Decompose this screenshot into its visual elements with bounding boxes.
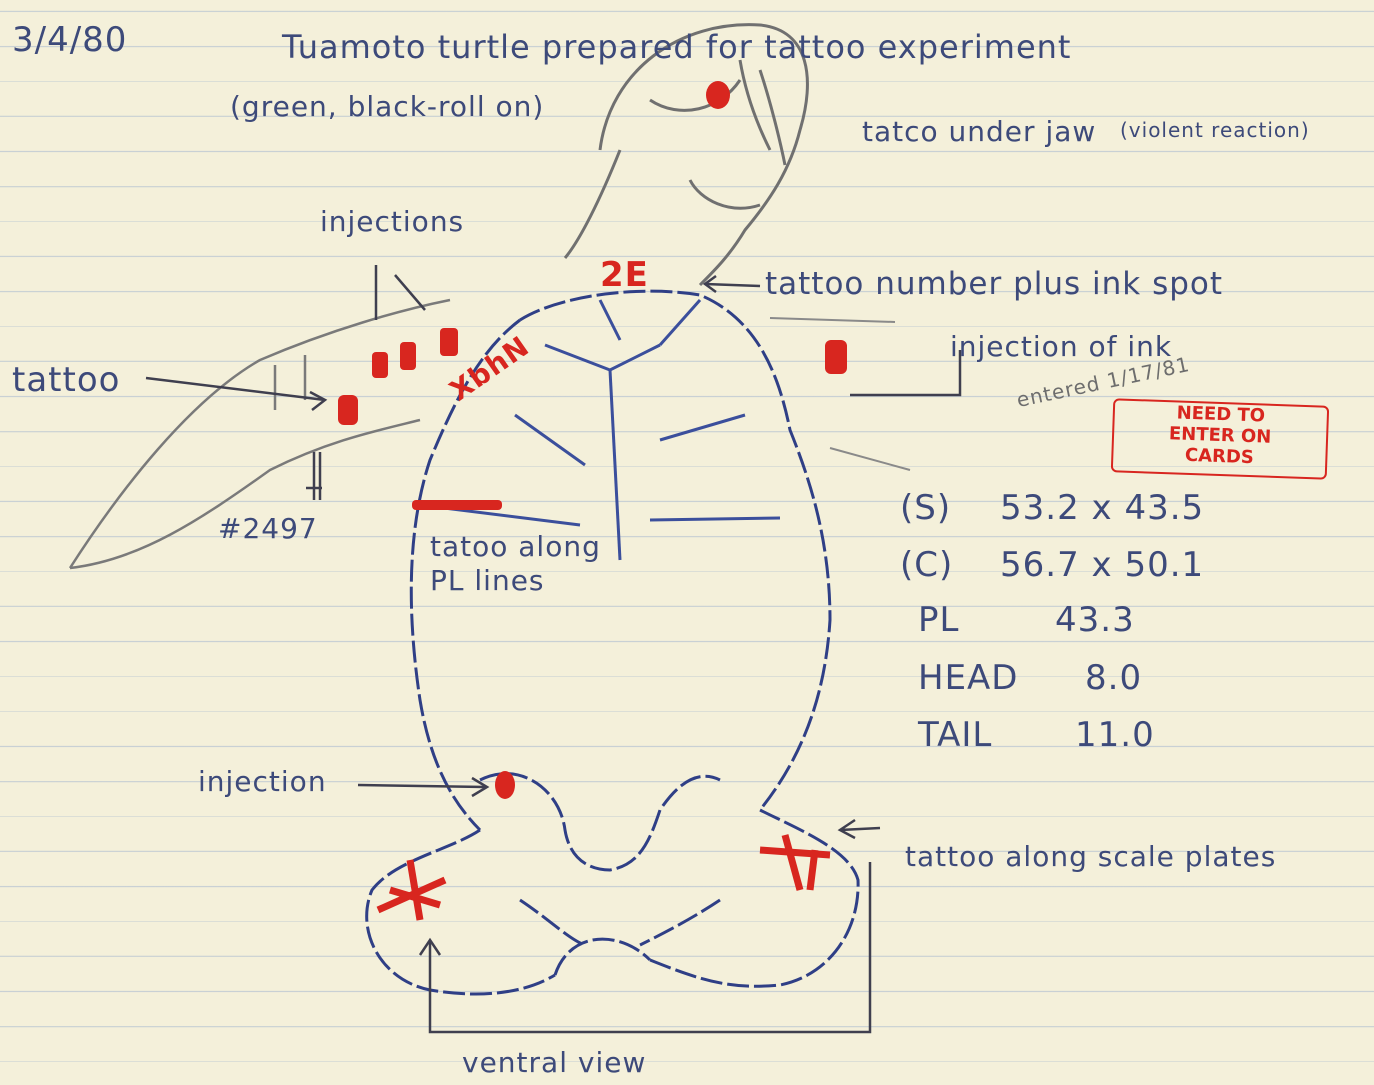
measure-head-value: 8.0 bbox=[1085, 658, 1142, 698]
measure-tail-value: 11.0 bbox=[1075, 715, 1155, 755]
tattoo-number-note: tattoo number plus ink spot bbox=[765, 266, 1223, 302]
tattoo-label: tattoo bbox=[12, 360, 120, 400]
need-to-enter-stamp: NEED TO ENTER ON CARDS bbox=[1111, 398, 1329, 479]
entry-subtitle: (green, black-roll on) bbox=[230, 90, 544, 123]
entry-date: 3/4/80 bbox=[12, 20, 127, 60]
pl-lines-note: tatoo along PL lines bbox=[430, 530, 630, 598]
measure-s-label: (S) bbox=[900, 488, 951, 528]
ventral-view-label: ventral view bbox=[462, 1046, 646, 1079]
measure-tail-label: TAIL bbox=[918, 715, 992, 755]
tattoo-number-red: 2E bbox=[600, 255, 649, 295]
jaw-note: tatco under jaw bbox=[862, 115, 1096, 148]
injection-bottom-label: injection bbox=[198, 765, 327, 798]
measure-head-label: HEAD bbox=[918, 658, 1019, 698]
scale-plates-note: tattoo along scale plates bbox=[905, 832, 1285, 882]
injections-label: injections bbox=[320, 205, 464, 238]
measure-pl-value: 43.3 bbox=[1055, 600, 1135, 640]
tag-number: #2497 bbox=[218, 512, 318, 545]
annotation-arrows bbox=[146, 265, 960, 1032]
entry-title: Tuamoto turtle prepared for tattoo exper… bbox=[282, 28, 1071, 66]
jaw-reaction-note: (violent reaction) bbox=[1120, 118, 1310, 142]
injection-ink-note: injection of ink bbox=[950, 330, 1172, 363]
tattoo-marks-red bbox=[338, 81, 847, 799]
measure-c-label: (C) bbox=[900, 545, 953, 585]
measure-s-value: 53.2 x 43.5 bbox=[1000, 488, 1204, 528]
measure-pl-label: PL bbox=[918, 600, 959, 640]
measure-c-value: 56.7 x 50.1 bbox=[1000, 545, 1204, 585]
scute-lines bbox=[420, 300, 780, 560]
